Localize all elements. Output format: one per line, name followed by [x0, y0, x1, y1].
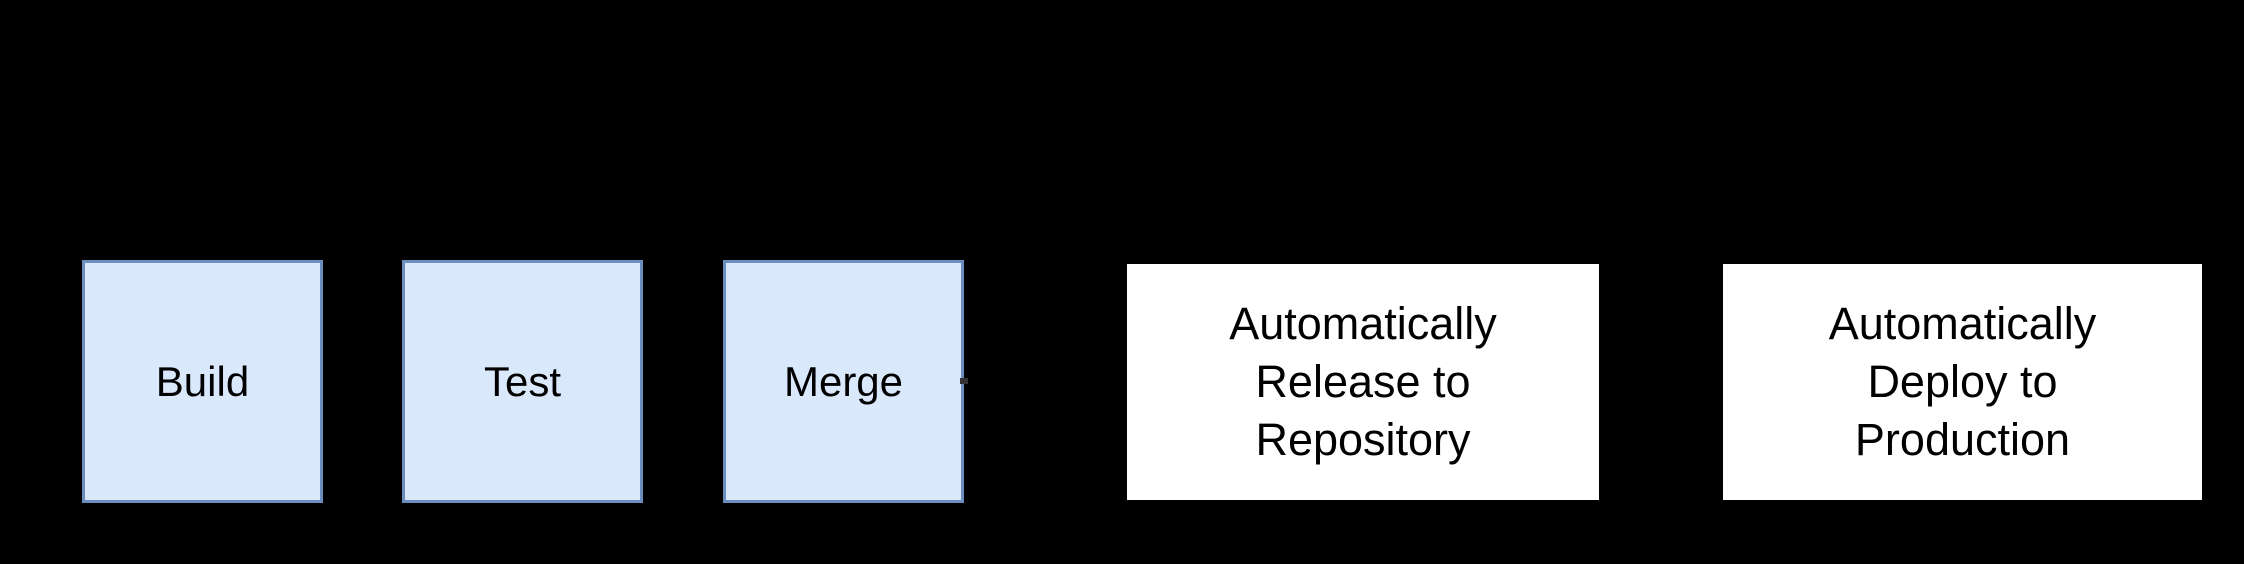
connector-arrow-stub: [960, 378, 968, 384]
deploy-box-line-3: Production: [1854, 414, 2071, 465]
test-step-label: Test: [483, 357, 562, 405]
release-box-line-2: Release to: [1255, 356, 1471, 407]
build-step-label: Build: [155, 357, 250, 405]
release-box-line-3: Repository: [1255, 414, 1471, 465]
deploy-box-line-2: Deploy to: [1867, 356, 2058, 407]
deploy-to-production-box: Automatically Deploy to Production: [1723, 264, 2202, 500]
build-step-box: Build: [82, 260, 323, 503]
release-box-line-1: Automatically: [1229, 298, 1497, 349]
release-to-repository-box: Automatically Release to Repository: [1127, 264, 1599, 500]
deploy-box-line-1: Automatically: [1828, 298, 2097, 349]
merge-step-label: Merge: [783, 357, 904, 405]
merge-step-box: Merge: [723, 260, 964, 503]
test-step-box: Test: [402, 260, 643, 503]
